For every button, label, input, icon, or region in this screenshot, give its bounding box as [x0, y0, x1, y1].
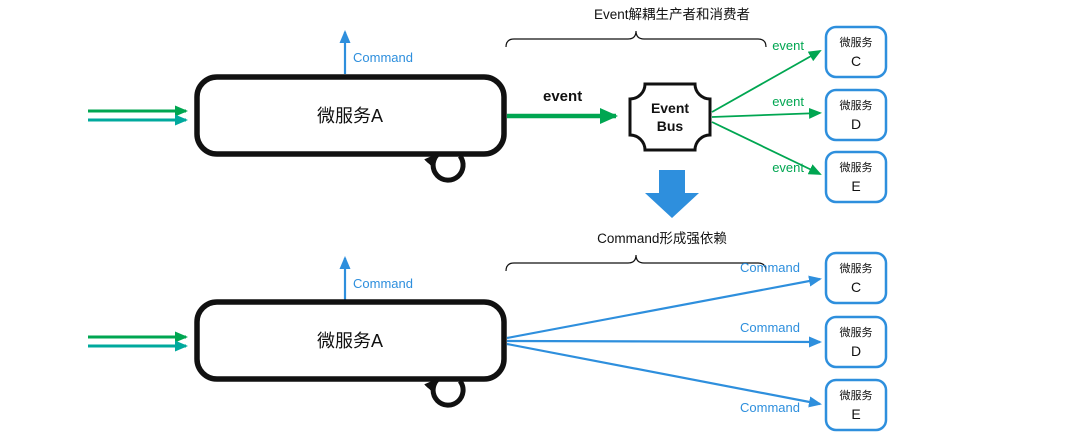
- down-arrow-icon: [645, 170, 699, 218]
- service-d-top-line1: 微服务: [840, 98, 873, 112]
- self-loop-arrow-top: [424, 152, 466, 183]
- service-box-e-bottom: 微服务 E: [824, 378, 888, 432]
- service-box-e-top-rect: [824, 150, 888, 204]
- command-arrow-e: [506, 342, 822, 408]
- service-e-bottom-line2: E: [851, 406, 860, 422]
- event-bus-label-line1: Event: [651, 100, 689, 116]
- service-d-top-line2: D: [851, 116, 861, 132]
- fan-arrow-event-c: [711, 50, 822, 113]
- service-e-top-line2: E: [851, 178, 860, 194]
- command-arrow-c: [506, 275, 822, 340]
- service-box-c-top-rect: [824, 25, 888, 79]
- event-bus-label-line2: Bus: [657, 118, 684, 134]
- command-label-bottom: Command: [353, 276, 413, 291]
- fan-label-event-e: event: [772, 160, 804, 175]
- self-loop-arrow-bottom: [424, 377, 466, 408]
- service-c-bottom-line1: 微服务: [840, 261, 873, 275]
- service-box-c-bottom: 微服务 C: [824, 251, 888, 305]
- fan-label-event-d: event: [772, 94, 804, 109]
- top-section: Command 微服务A event Event解耦生产者和消费者 Event …: [88, 7, 888, 204]
- brace-bottom: [505, 254, 767, 272]
- brace-top: [505, 30, 767, 48]
- microservice-a-box-bottom: [194, 299, 507, 382]
- service-box-c-bottom-rect: [824, 251, 888, 305]
- command-fan-label-e: Command: [740, 400, 800, 415]
- fan-arrow-event-e: [711, 121, 822, 175]
- service-box-d-bottom: 微服务 D: [824, 315, 888, 369]
- service-e-top-line1: 微服务: [840, 160, 873, 174]
- command-fan-label-c: Command: [740, 260, 800, 275]
- service-d-bottom-line2: D: [851, 343, 861, 359]
- service-e-bottom-line1: 微服务: [840, 388, 873, 402]
- brace-label-bottom: Command形成强依赖: [597, 231, 727, 246]
- service-box-e-top: 微服务 E: [824, 150, 888, 204]
- bottom-section: Command 微服务A Command形成强依赖 Command Comman…: [88, 231, 888, 432]
- fan-arrow-event-d: [711, 107, 822, 119]
- command-label-top: Command: [353, 50, 413, 65]
- service-box-c-top: 微服务 C: [824, 25, 888, 79]
- service-box-d-bottom-rect: [824, 315, 888, 369]
- brace-label-top: Event解耦生产者和消费者: [594, 7, 750, 22]
- service-c-bottom-line2: C: [851, 279, 861, 295]
- service-d-bottom-line1: 微服务: [840, 325, 873, 339]
- event-bus-shape: [628, 82, 712, 152]
- command-arrow-d: [506, 336, 822, 348]
- service-box-d-top: 微服务 D: [824, 88, 888, 142]
- command-fan-label-d: Command: [740, 320, 800, 335]
- service-c-top-line1: 微服务: [840, 35, 873, 49]
- microservice-a-label-bottom: 微服务A: [317, 331, 383, 351]
- service-box-e-bottom-rect: [824, 378, 888, 432]
- event-edge-label: event: [543, 88, 582, 105]
- service-c-top-line2: C: [851, 53, 861, 69]
- service-box-d-top-rect: [824, 88, 888, 142]
- microservice-a-label-top: 微服务A: [317, 106, 383, 126]
- microservice-a-box-top: [194, 74, 507, 157]
- fan-label-event-c: event: [772, 38, 804, 53]
